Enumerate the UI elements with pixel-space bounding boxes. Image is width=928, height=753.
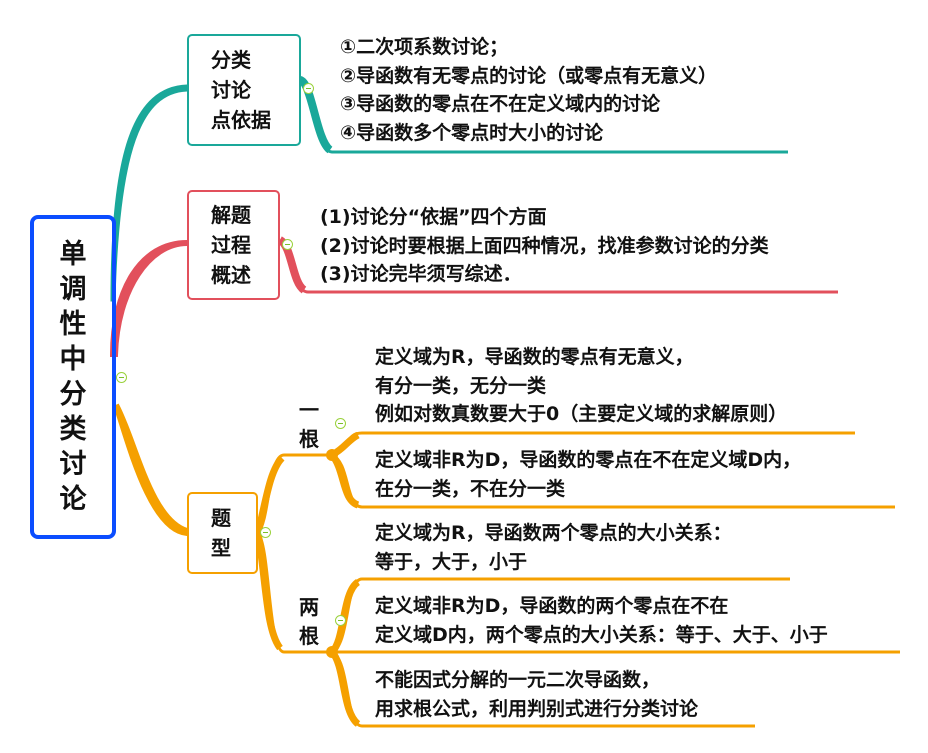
item-line: 定义域D内，两个零点的大小关系：等于、大于、小于	[375, 623, 828, 646]
item-line: 定义域非R为D，导函数的两个零点在不在	[375, 595, 729, 617]
process-items: (1)讨论分“依据”四个方面 (2)讨论时要根据上面四种情况，找准参数讨论的分类…	[320, 203, 769, 289]
root-char: 调	[59, 274, 87, 305]
subtopic-two-roots[interactable]: 两 根	[297, 593, 321, 651]
subtopic-one-root[interactable]: 一 根	[297, 396, 321, 454]
branch-link-red	[109, 239, 189, 357]
subtopic-char: 一	[299, 398, 319, 422]
collapse-toggle-icon[interactable]	[260, 527, 271, 538]
item-line: 定义域非R为D，导函数的零点在不在定义域D内，	[375, 449, 802, 471]
list-item: (2)讨论时要根据上面四种情况，找准参数讨论的分类	[320, 234, 769, 257]
root-char: 分	[59, 379, 87, 410]
topic-label: 讨论	[211, 78, 251, 102]
item-line: 等于，大于，小于	[375, 550, 528, 573]
item-line: 用求根公式，利用判别式进行分类讨论	[375, 697, 699, 720]
topic-label: 解题	[211, 203, 251, 227]
topic-label: 点依据	[211, 108, 271, 132]
topic-label: 型	[211, 536, 231, 560]
subtopic-char: 根	[299, 427, 319, 451]
one-root-item-1: 定义域为R，导函数的零点有无意义， 有分一类，无分一类 例如对数真数要大于0（主…	[375, 343, 787, 429]
item-line: 不能因式分解的一元二次导函数，	[375, 669, 661, 691]
list-item: ②导函数有无零点的讨论（或零点有无意义）	[340, 64, 718, 87]
item-line: 有分一类，无分一类	[375, 374, 547, 397]
root-char: 论	[59, 484, 87, 515]
root-char: 讨	[59, 449, 87, 480]
collapse-toggle-icon[interactable]	[335, 418, 346, 429]
central-topic[interactable]: 单 调 性 中 分 类 讨 论	[30, 215, 116, 539]
root-char: 单	[59, 239, 87, 270]
list-item: (1)讨论分“依据”四个方面	[320, 206, 547, 228]
two-root-item-1: 定义域为R，导函数两个零点的大小关系： 等于，大于，小于	[375, 519, 732, 576]
collapse-toggle-icon[interactable]	[303, 83, 314, 94]
topic-solution-process[interactable]: 解题 过程 概述	[187, 190, 280, 300]
collapse-toggle-icon[interactable]	[335, 615, 346, 626]
topic-classification-basis[interactable]: 分类 讨论 点依据	[187, 34, 301, 146]
subtopic-char: 两	[299, 595, 319, 619]
root-char: 类	[59, 414, 87, 445]
topic-label: 题	[211, 506, 231, 530]
one-root-item-2: 定义域非R为D，导函数的零点在不在定义域D内， 在分一类，不在分一类	[375, 446, 801, 503]
topic-question-types[interactable]: 题 型	[187, 492, 258, 574]
list-item: ③导函数的零点在不在定义域内的讨论	[340, 93, 661, 115]
list-item: (3)讨论完毕须写综述．	[320, 263, 522, 285]
topic-label: 过程	[211, 233, 251, 257]
two-root-item-2: 定义域非R为D，导函数的两个零点在不在 定义域D内，两个零点的大小关系：等于、大…	[375, 592, 828, 649]
branch-link-teal	[110, 84, 189, 302]
collapse-toggle-icon[interactable]	[116, 372, 127, 383]
list-item: ④导函数多个零点时大小的讨论	[340, 121, 604, 144]
subtopic-char: 根	[299, 624, 319, 648]
item-line: 定义域为R，导函数的零点有无意义，	[375, 346, 694, 368]
topic-label: 概述	[211, 263, 251, 287]
item-line: 在分一类，不在分一类	[375, 477, 566, 500]
collapse-toggle-icon[interactable]	[282, 239, 293, 250]
basis-items: ①二次项系数讨论； ②导函数有无零点的讨论（或零点有无意义） ③导函数的零点在不…	[340, 33, 717, 147]
root-char: 性	[59, 309, 87, 340]
list-item: ①二次项系数讨论；	[340, 36, 509, 58]
item-line: 例如对数真数要大于0（主要定义域的求解原则）	[375, 403, 788, 425]
root-char: 中	[59, 344, 87, 375]
topic-label: 分类	[211, 48, 251, 72]
two-root-item-3: 不能因式分解的一元二次导函数， 用求根公式，利用判别式进行分类讨论	[375, 666, 698, 723]
item-line: 定义域为R，导函数两个零点的大小关系：	[375, 522, 732, 544]
branch-link-orange	[113, 403, 190, 537]
